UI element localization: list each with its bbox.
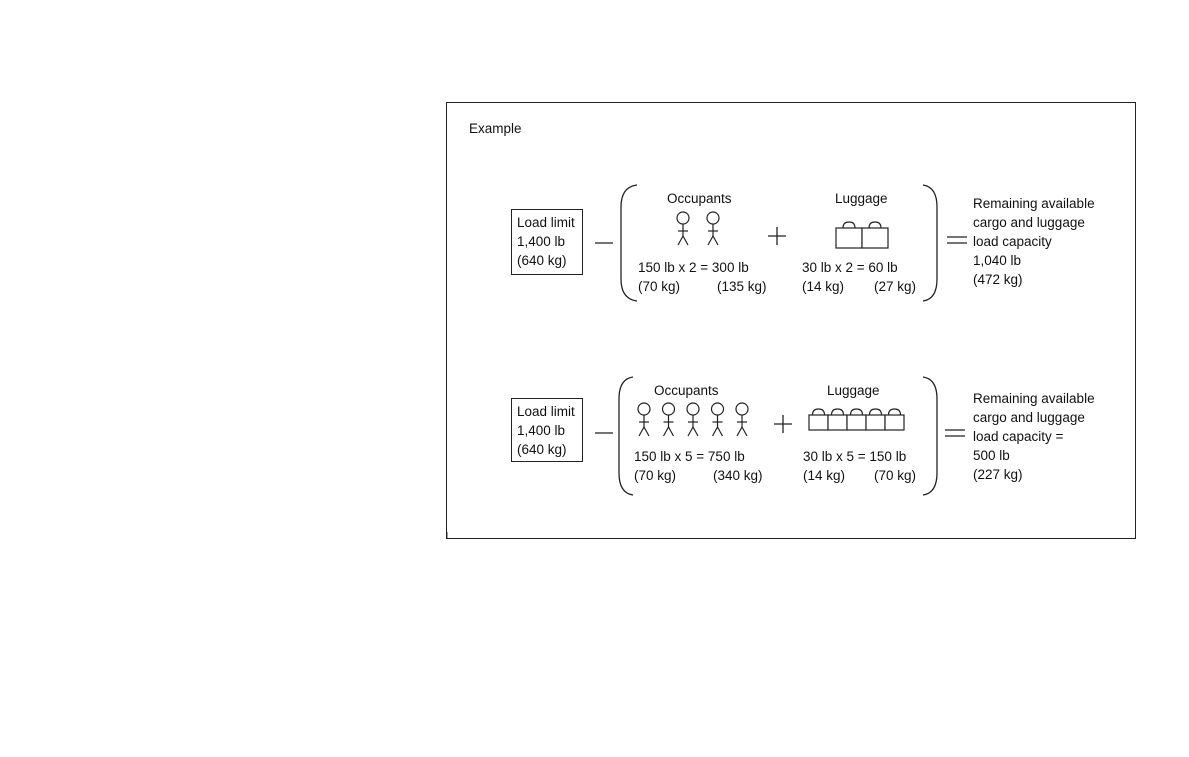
result-1: Remaining available cargo and luggage lo…	[973, 194, 1095, 289]
luggage-calc-1: 30 lb x 2 = 60 lb	[802, 260, 898, 275]
load-limit-kg-1: (640 kg)	[517, 253, 567, 268]
right-paren-1	[922, 184, 938, 302]
luggage-label-2: Luggage	[827, 383, 880, 398]
result-line: cargo and luggage	[973, 215, 1085, 230]
luggage-kg-each-2: (14 kg)	[803, 468, 846, 483]
left-paren-2	[618, 376, 634, 496]
luggage-kg-each-1: (14 kg)	[802, 279, 845, 294]
occupants-label-2: Occupants	[654, 383, 719, 398]
load-limit-lb-2: 1,400 lb	[517, 423, 566, 438]
luggage-icon	[884, 408, 905, 431]
person-icon	[710, 402, 725, 437]
load-limit-box-2: Load limit 1,400 lb (640 kg)	[511, 398, 583, 462]
diagram-art	[595, 184, 967, 496]
occupants-calc-1: 150 lb x 2 = 300 lb	[638, 260, 749, 275]
occupants-kg-each-1: (70 kg)	[638, 279, 681, 294]
load-limit-label-1: Load limit	[517, 215, 575, 230]
occupants-calc-2: 150 lb x 5 = 750 lb	[634, 449, 745, 464]
occupants-kg-total-1: (135 kg)	[717, 279, 767, 294]
occupants-label-1: Occupants	[667, 191, 732, 206]
result-line: (472 kg)	[973, 272, 1023, 287]
luggage-icon	[835, 221, 863, 249]
result-line: Remaining available	[973, 391, 1095, 406]
person-icon	[686, 402, 700, 437]
load-limit-lb-1: 1,400 lb	[517, 234, 566, 249]
person-icon	[735, 402, 749, 437]
frame-tick	[447, 532, 448, 538]
result-line: load capacity =	[973, 429, 1064, 444]
luggage-kg-total-2: (70 kg)	[874, 468, 917, 483]
result-2: Remaining available cargo and luggage lo…	[973, 389, 1095, 484]
luggage-icon	[861, 221, 889, 249]
right-paren-2	[922, 376, 938, 496]
result-line: cargo and luggage	[973, 410, 1085, 425]
luggage-kg-total-1: (27 kg)	[874, 279, 917, 294]
occupants-kg-total-2: (340 kg)	[713, 468, 763, 483]
luggage-label-1: Luggage	[835, 191, 888, 206]
left-paren-1	[620, 184, 638, 302]
luggage-icon	[808, 408, 829, 431]
luggage-icon	[846, 408, 867, 431]
load-limit-kg-2: (640 kg)	[517, 442, 567, 457]
person-icon	[706, 211, 720, 246]
occupants-kg-each-2: (70 kg)	[634, 468, 677, 483]
person-icon	[637, 402, 651, 437]
result-line: 1,040 lb	[973, 253, 1022, 268]
person-icon	[676, 211, 690, 246]
example-frame: Example Load limit 1,400 lb (640 kg) Occ…	[446, 102, 1136, 539]
person-icon	[661, 402, 676, 437]
example-title: Example	[469, 121, 522, 136]
luggage-icon	[827, 408, 848, 431]
result-line: load capacity	[973, 234, 1052, 249]
load-limit-box-1: Load limit 1,400 lb (640 kg)	[511, 209, 583, 275]
luggage-calc-2: 30 lb x 5 = 150 lb	[803, 449, 907, 464]
load-limit-label-2: Load limit	[517, 404, 575, 419]
result-line: 500 lb	[973, 448, 1010, 463]
result-line: (227 kg)	[973, 467, 1023, 482]
luggage-icon	[865, 408, 886, 431]
result-line: Remaining available	[973, 196, 1095, 211]
